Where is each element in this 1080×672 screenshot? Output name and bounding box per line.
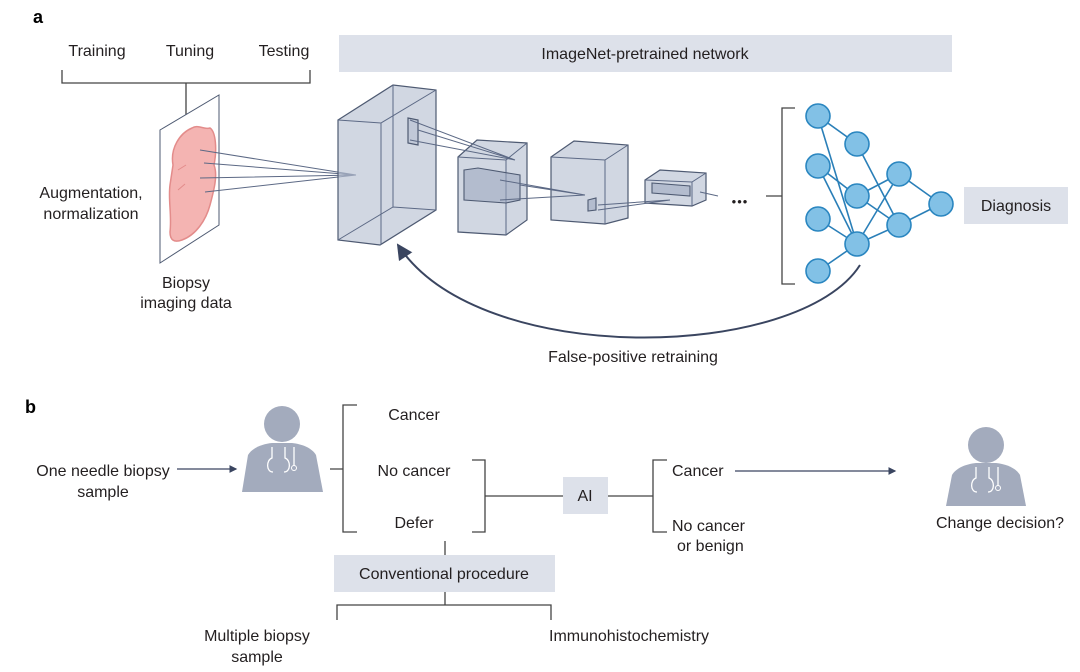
pathologist-icon-2 bbox=[946, 427, 1026, 506]
ai-input-bracket bbox=[472, 459, 563, 533]
dense-network bbox=[805, 103, 954, 284]
pathologist-icon bbox=[242, 406, 323, 492]
conv-layer-3 bbox=[499, 140, 629, 225]
ai-output-benign: or benign bbox=[677, 538, 744, 555]
nn-node bbox=[844, 131, 870, 157]
preprocess-label: Augmentation, bbox=[39, 185, 142, 202]
tissue-image bbox=[168, 125, 217, 242]
feedback-arrow bbox=[396, 243, 861, 339]
split-bracket bbox=[61, 70, 311, 119]
network-title: ImageNet-pretrained network bbox=[541, 46, 749, 63]
diagnosis-box bbox=[964, 187, 1068, 224]
nn-node bbox=[886, 212, 912, 238]
ellipsis: ••• bbox=[732, 194, 749, 209]
nn-node bbox=[844, 231, 870, 257]
pathologist-bracket bbox=[330, 404, 357, 533]
nn-node bbox=[805, 103, 831, 129]
ai-output-cancer: Cancer bbox=[672, 463, 724, 480]
option-cancer: Cancer bbox=[388, 407, 440, 424]
input-label-2: imaging data bbox=[140, 295, 232, 312]
panel-b-label: b bbox=[25, 397, 36, 417]
ihc-label: Immunohistochemistry bbox=[549, 628, 709, 645]
diagnosis-label: Diagnosis bbox=[981, 198, 1051, 215]
nn-node bbox=[805, 258, 831, 284]
change-decision-label: Change decision? bbox=[936, 515, 1064, 532]
biopsy-input-label: One needle biopsy bbox=[36, 463, 169, 480]
nn-node bbox=[805, 153, 831, 179]
multiple-biopsy-label: Multiple biopsy bbox=[204, 628, 310, 645]
conventional-bracket bbox=[336, 592, 552, 620]
nn-node bbox=[805, 206, 831, 232]
conv-layer-4 bbox=[597, 169, 719, 211]
input-rays bbox=[199, 149, 357, 193]
split-tuning: Tuning bbox=[166, 43, 214, 60]
biopsy-input-label-2: sample bbox=[77, 484, 129, 501]
feedback-label: False-positive retraining bbox=[548, 349, 718, 366]
ai-label: AI bbox=[577, 488, 592, 505]
conv-layer-2 bbox=[409, 119, 528, 236]
ai-box bbox=[563, 477, 608, 514]
network-bracket bbox=[766, 107, 795, 285]
multiple-biopsy-label-2: sample bbox=[231, 649, 283, 666]
preprocess-label-2: normalization bbox=[43, 206, 138, 223]
conventional-label: Conventional procedure bbox=[359, 566, 529, 583]
input-label: Biopsy bbox=[162, 275, 210, 292]
split-training: Training bbox=[68, 43, 125, 60]
ai-output-bracket bbox=[608, 459, 667, 533]
split-testing: Testing bbox=[259, 43, 310, 60]
panel-a-label: a bbox=[33, 7, 44, 27]
ai-output-no-cancer: No cancer bbox=[672, 518, 746, 535]
nn-node bbox=[844, 183, 870, 209]
conv-layer-1 bbox=[337, 84, 437, 246]
option-defer: Defer bbox=[394, 515, 434, 532]
biopsy-slide bbox=[159, 94, 220, 264]
nn-node bbox=[886, 161, 912, 187]
network-title-box bbox=[339, 35, 952, 72]
option-no-cancer: No cancer bbox=[378, 463, 452, 480]
nn-output-node bbox=[928, 191, 954, 217]
conventional-box bbox=[334, 555, 555, 592]
